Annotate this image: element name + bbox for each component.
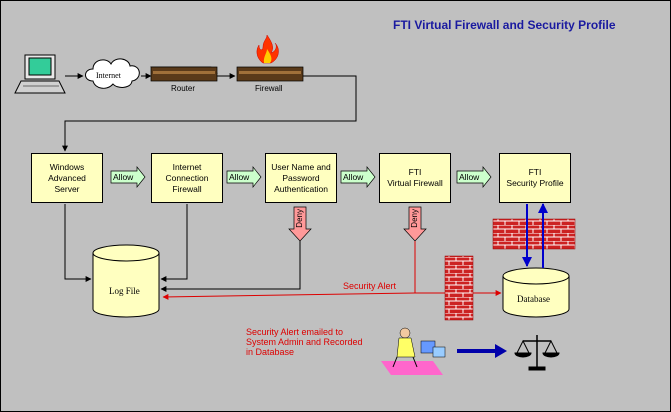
router-label: Router (171, 84, 196, 93)
page-title: FTI Virtual Firewall and Security Profil… (393, 18, 616, 32)
authentication-box: User Name and Password Authentication (265, 153, 337, 203)
allow-label-1: Allow (113, 172, 134, 182)
internet-label: Internet (96, 71, 121, 80)
internet-cloud-icon (85, 58, 140, 89)
firewall-flame-icon (236, 34, 304, 82)
allow-label-2: Allow (229, 172, 250, 182)
allow-arrows (110, 166, 492, 188)
virtual-firewall-box: FTI Virtual Firewall (379, 153, 451, 203)
person-at-computer-icon (381, 327, 446, 375)
allow-label-3: Allow (343, 172, 364, 182)
windows-server-box: Windows Advanced Server (31, 153, 103, 203)
deny-label-1: Deny (295, 209, 304, 228)
deny-label-2: Deny (410, 209, 419, 228)
brick-wall-icon (444, 218, 576, 321)
firewall-label: Firewall (255, 84, 283, 93)
database-cylinder (502, 267, 570, 318)
router-icon (150, 66, 218, 82)
allow-label-4: Allow (459, 172, 480, 182)
log-file-cylinder (92, 244, 160, 318)
log-file-label: Log File (109, 286, 140, 296)
alert-email-note: Security Alert emailed to System Admin a… (246, 327, 363, 357)
deny-arrows (288, 206, 427, 242)
security-alert-label: Security Alert (343, 281, 397, 291)
database-label: Database (517, 294, 550, 304)
icf-box: Internet Connection Firewall (151, 153, 223, 203)
laptop-icon (14, 54, 66, 94)
scales-of-justice-icon (514, 335, 560, 371)
security-profile-box: FTI Security Profile (499, 153, 571, 203)
